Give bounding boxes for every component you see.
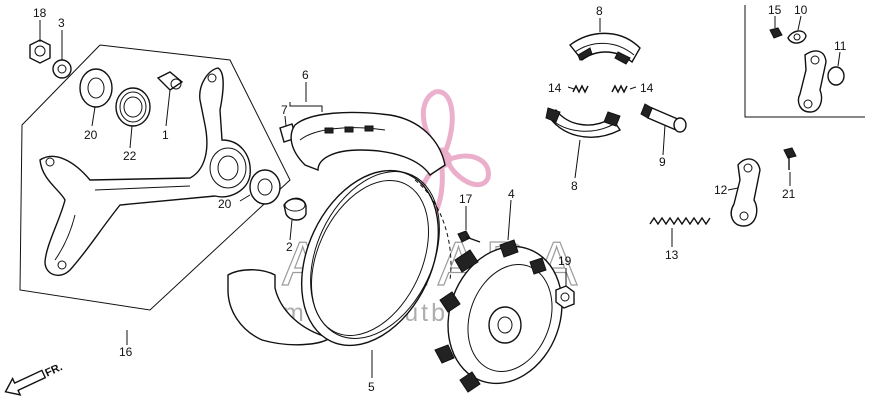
front-direction-arrow: FR. <box>4 361 64 396</box>
callout-8-upper: 8 <box>596 4 603 18</box>
callout-20-upper: 20 <box>84 128 98 142</box>
part-20-bearing-upper <box>79 68 113 108</box>
part-13-spring <box>649 216 711 226</box>
part-10-indicator <box>787 30 807 44</box>
part-15-washer <box>769 27 783 39</box>
part-17-bolt <box>457 230 481 243</box>
part-5-wheel-rim <box>300 169 452 347</box>
part-14-spring-left <box>572 84 589 94</box>
brake-arm-inset-box <box>744 5 865 118</box>
part-11-cap <box>827 66 845 86</box>
callout-20-lower: 20 <box>218 197 232 211</box>
callout-8-lower: 8 <box>571 179 578 193</box>
callout-2: 2 <box>286 240 293 254</box>
callout-21: 21 <box>782 187 796 201</box>
callout-5: 5 <box>368 380 375 394</box>
callout-7: 7 <box>281 103 288 117</box>
callout-numbers: 18 3 20 22 1 7 6 16 20 2 5 8 14 14 8 9 1… <box>33 3 847 394</box>
brake-arm-inset <box>797 50 827 113</box>
callout-4: 4 <box>508 187 515 201</box>
arrow-left-icon <box>4 369 47 396</box>
callout-19: 19 <box>558 254 572 268</box>
direction-label: FR. <box>43 361 64 379</box>
callout-14-left: 14 <box>548 81 562 95</box>
callout-1: 1 <box>162 128 169 142</box>
callout-17: 17 <box>459 192 473 206</box>
part-16-swing-arm <box>39 67 251 276</box>
callout-16: 16 <box>119 345 133 359</box>
part-1-collar <box>156 71 184 91</box>
part-8-brake-shoe-upper <box>569 32 641 65</box>
part-14-spring-right <box>611 84 628 94</box>
callout-12: 12 <box>714 183 728 197</box>
callout-10: 10 <box>794 3 808 17</box>
callout-11: 11 <box>834 39 847 53</box>
callout-9: 9 <box>659 155 666 169</box>
callout-18: 18 <box>33 6 47 20</box>
part-18-nut <box>29 39 51 64</box>
callout-6: 6 <box>302 68 309 82</box>
leader-lines <box>39 15 841 378</box>
callout-3: 3 <box>58 16 65 30</box>
callout-22: 22 <box>123 149 137 163</box>
part-21-bolt <box>783 147 797 170</box>
callout-15: 15 <box>768 3 782 17</box>
callout-14-right: 14 <box>640 81 654 95</box>
part-2-collar <box>283 197 307 221</box>
part-20-bearing-lower <box>249 169 281 205</box>
part-3-collar <box>52 59 72 79</box>
part-8-brake-shoe-lower <box>545 107 622 138</box>
part-19-nut <box>555 285 575 309</box>
part-6-tire <box>227 111 446 346</box>
part-9-brake-cam <box>640 103 687 133</box>
part-12-brake-arm <box>730 158 761 227</box>
swingarm-group-outline <box>19 44 291 311</box>
callout-13: 13 <box>665 248 679 262</box>
part-22-bearing <box>115 87 151 127</box>
part-4-brake-drum <box>434 239 563 393</box>
